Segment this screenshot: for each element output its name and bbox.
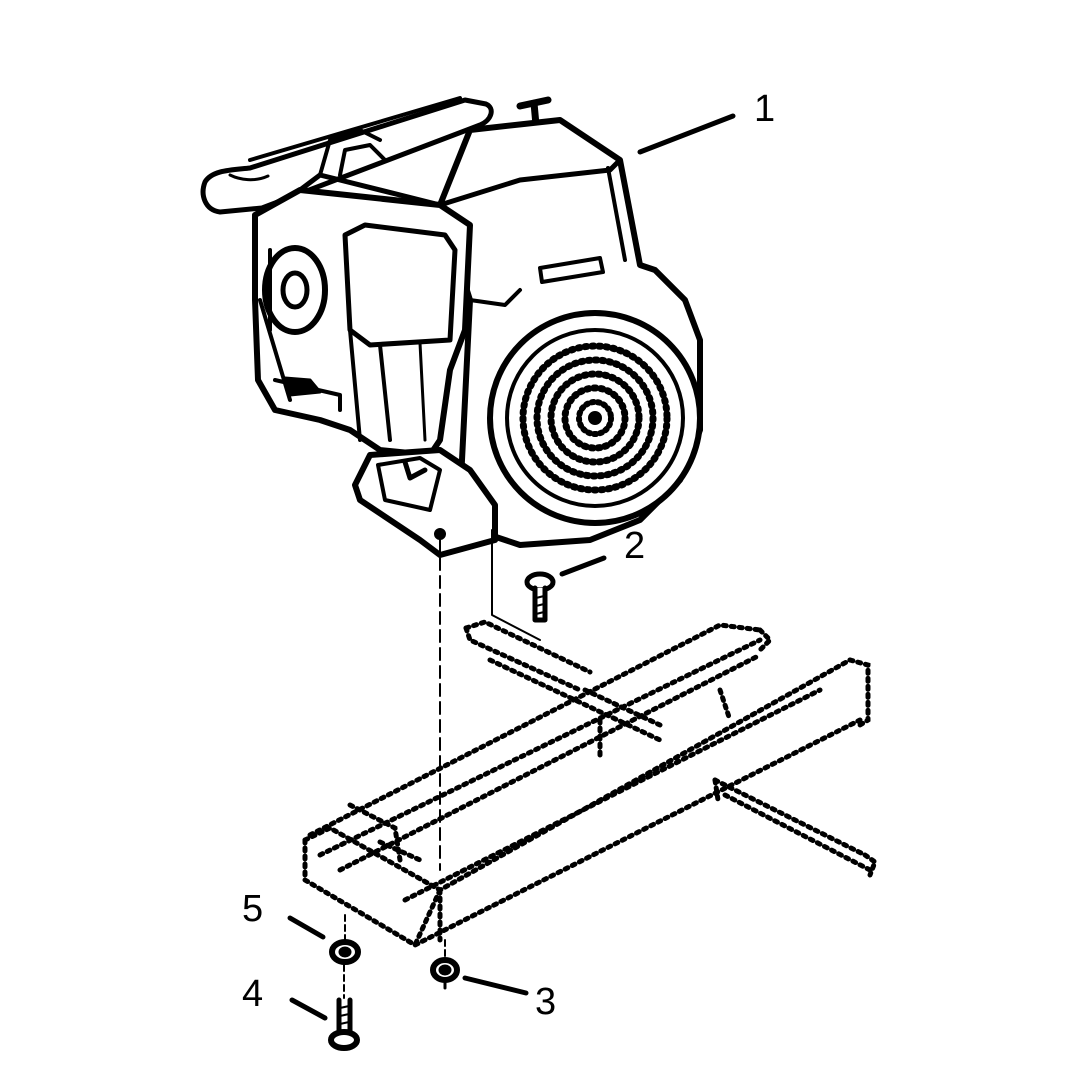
leader-lines xyxy=(287,113,736,1021)
assembly-guide-lines xyxy=(439,529,541,871)
recoil-starter-grill xyxy=(487,310,703,526)
callout-1: 1 xyxy=(754,88,776,130)
engine-assembly xyxy=(200,96,703,558)
leader-line-5 xyxy=(287,915,326,940)
callout-5: 5 xyxy=(242,888,264,930)
spacer xyxy=(329,914,361,965)
mounting-frame xyxy=(302,619,879,948)
fuel-tank xyxy=(200,96,494,215)
bolt-upper xyxy=(524,571,556,623)
leader-line-2 xyxy=(559,555,607,577)
callout-3: 3 xyxy=(535,981,557,1023)
bolt-lower xyxy=(328,964,360,1051)
leader-line-1 xyxy=(637,113,736,155)
engine-mounting-base xyxy=(352,447,498,558)
leader-line-4 xyxy=(289,997,328,1021)
callout-2: 2 xyxy=(624,525,646,567)
air-cleaner xyxy=(262,245,328,335)
leader-line-3 xyxy=(462,975,529,996)
callout-4: 4 xyxy=(242,973,264,1015)
nut-lower xyxy=(430,939,460,990)
